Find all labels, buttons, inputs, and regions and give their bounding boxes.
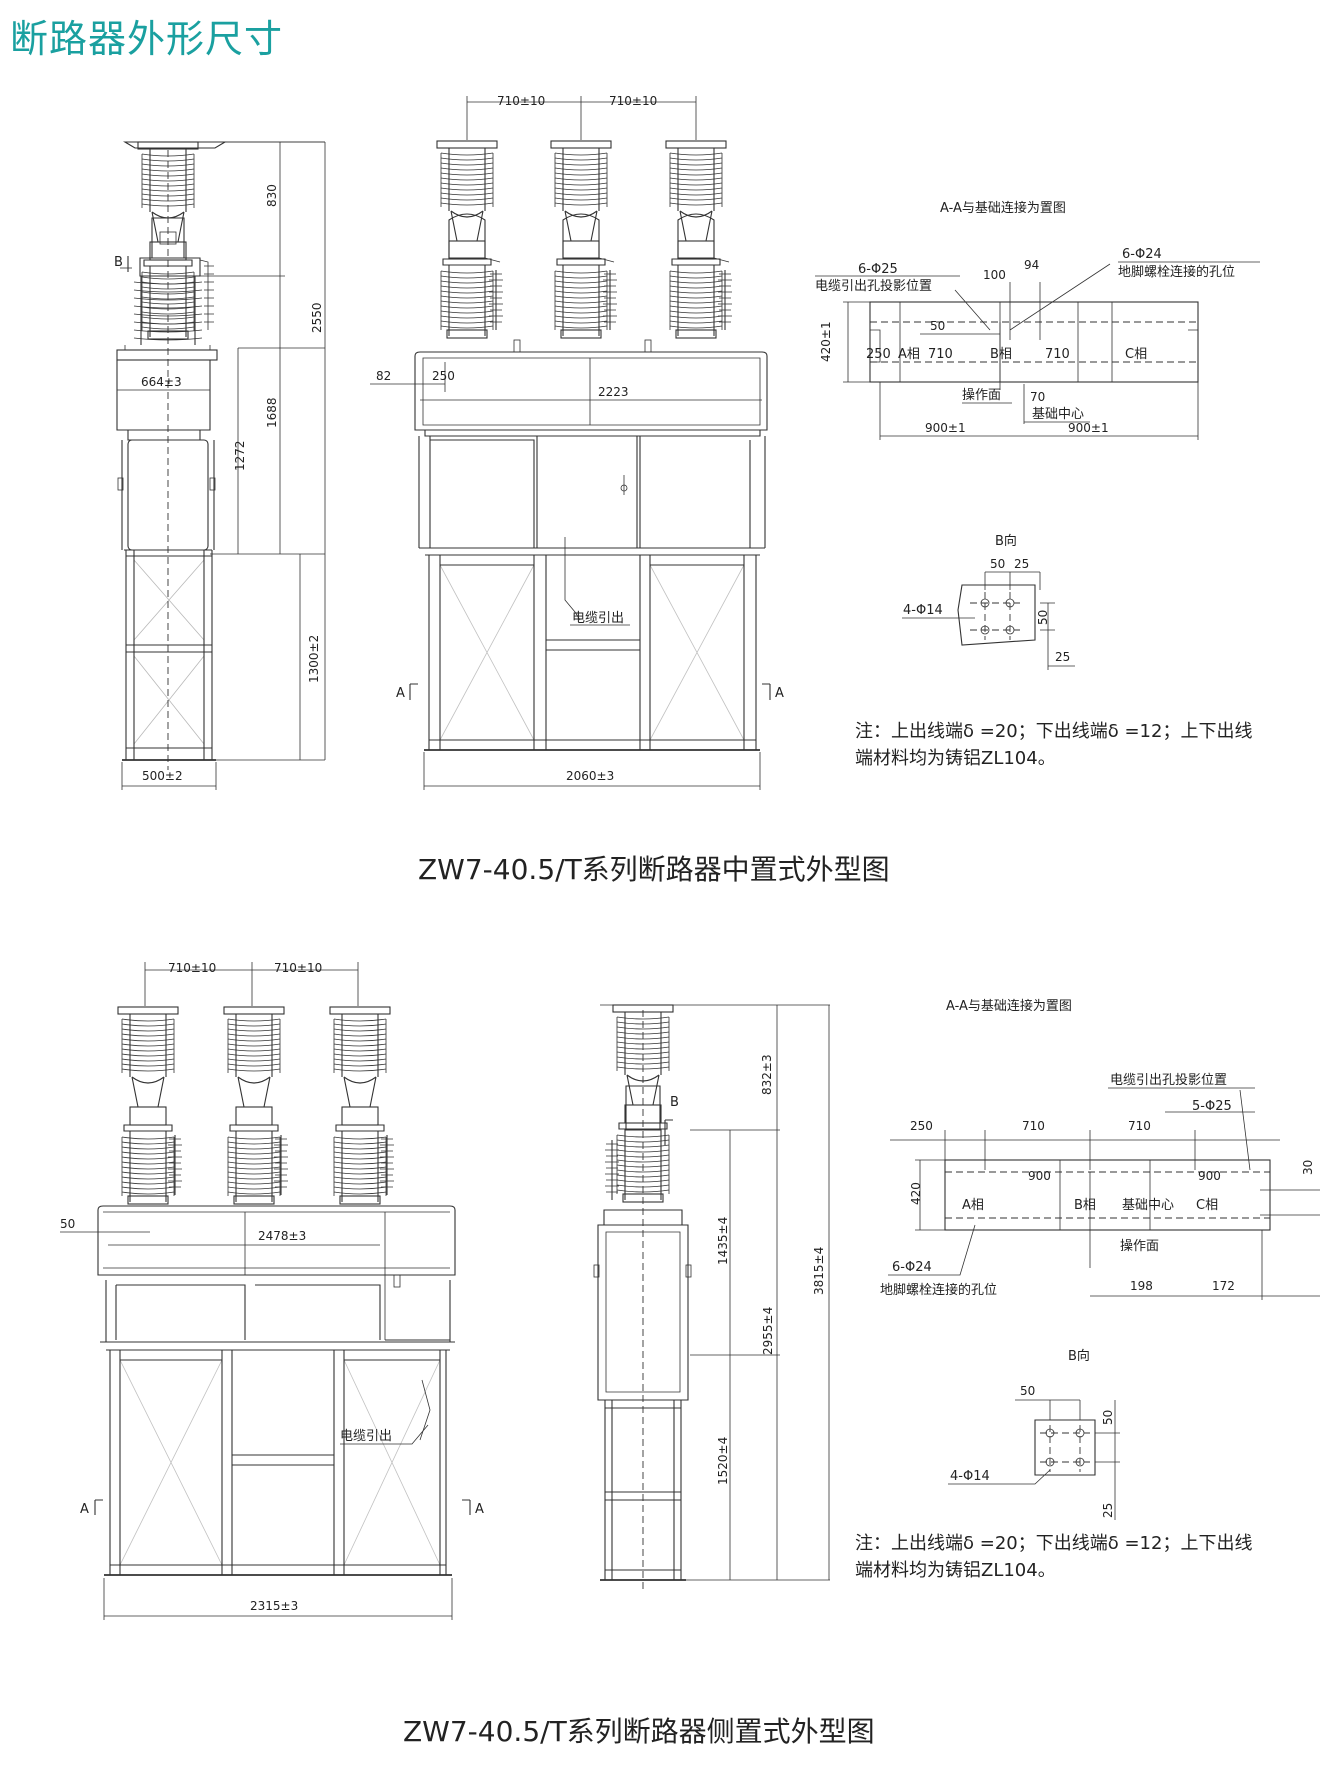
top-side-view: 830 2550 1688 1272 1300±2 664±3 500±2 B bbox=[114, 141, 326, 790]
dim-b710b: 710±10 bbox=[274, 961, 322, 975]
label-d710b: 710 bbox=[1045, 347, 1070, 362]
b-label-holes-6-24: 6-Φ24 bbox=[892, 1260, 932, 1275]
dim-1435: 1435±4 bbox=[716, 1217, 730, 1265]
b-dim-30: 30 bbox=[1301, 1160, 1315, 1175]
b-b-dim-50v: 50 bbox=[1101, 1410, 1115, 1425]
dim-2550: 2550 bbox=[310, 302, 324, 333]
b-label-holes-5-25: 5-Φ25 bbox=[1192, 1099, 1232, 1114]
b-b-dim-25: 25 bbox=[1101, 1503, 1115, 1518]
dim-b-25: 25 bbox=[1014, 557, 1029, 571]
label-phase-a: A相 bbox=[898, 347, 920, 362]
dim-b-50: 50 bbox=[990, 557, 1005, 571]
label-cable: 电缆引出 bbox=[572, 610, 624, 626]
dim-2955: 2955±4 bbox=[761, 1307, 775, 1355]
dim-70: 70 bbox=[1030, 390, 1045, 404]
page-title: 断路器外形尺寸 bbox=[10, 17, 284, 61]
dim-b-25b: 25 bbox=[1055, 650, 1070, 664]
dim-900a: 900±1 bbox=[925, 421, 966, 435]
aa-title: A-A与基础连接为置图 bbox=[940, 200, 1066, 216]
dim-b2478: 2478±3 bbox=[258, 1229, 306, 1243]
b-dim-900a: 900 bbox=[1028, 1169, 1051, 1183]
bottom-note: 注：上出线端δ =20；下出线端δ =12；上下出线端材料均为铸铝ZL104。 bbox=[855, 1533, 1253, 1581]
b-label-phase-b: B相 bbox=[1074, 1198, 1096, 1213]
label-d710a: 710 bbox=[928, 347, 953, 362]
dim-b50: 50 bbox=[60, 1217, 75, 1231]
b-label-center: 基础中心 bbox=[1122, 1198, 1174, 1213]
b-dim-710b: 710 bbox=[1128, 1119, 1151, 1133]
label-a-right: A bbox=[775, 686, 784, 701]
dim-250: 250 bbox=[432, 369, 455, 383]
label-b-cable: 电缆引出 bbox=[340, 1428, 392, 1444]
label-d250: 250 bbox=[866, 347, 891, 362]
dim-900b: 900±1 bbox=[1068, 421, 1109, 435]
dim-2223: 2223 bbox=[598, 385, 629, 399]
b-label-cable-hole: 电缆引出孔投影位置 bbox=[1110, 1072, 1227, 1088]
b-view-title: B向 bbox=[995, 533, 1017, 549]
bottom-caption: ZW7-40.5/T系列断路器侧置式外型图 bbox=[403, 1715, 875, 1748]
dim-94: 94 bbox=[1024, 258, 1039, 272]
dim-664: 664±3 bbox=[141, 375, 182, 389]
top-note: 注：上出线端δ =20；下出线端δ =12；上下出线端材料均为铸铝ZL104。 bbox=[855, 721, 1253, 769]
b-dim-420: 420 bbox=[909, 1182, 923, 1205]
b-b-view-title: B向 bbox=[1068, 1348, 1090, 1364]
b-aa-title: A-A与基础连接为置图 bbox=[946, 998, 1072, 1014]
dim-1272: 1272 bbox=[233, 440, 247, 471]
dim-1300: 1300±2 bbox=[307, 635, 321, 683]
dim-82: 82 bbox=[376, 369, 391, 383]
dim-3815: 3815±4 bbox=[812, 1247, 826, 1295]
dim-710a: 710±10 bbox=[497, 94, 545, 108]
label-holes-6-24: 6-Φ24 bbox=[1122, 247, 1162, 262]
dim-710b: 710±10 bbox=[609, 94, 657, 108]
b-dim-172: 172 bbox=[1212, 1279, 1235, 1293]
b-label-phase-a: A相 bbox=[962, 1198, 984, 1213]
label-holes-6-25: 6-Φ25 bbox=[858, 262, 898, 277]
dim-500: 500±2 bbox=[142, 769, 183, 783]
top-b-view: B向 50 25 4-Φ14 50 25 bbox=[902, 533, 1075, 670]
bottom-aa-view: A-A与基础连接为置图 电缆引出孔投影位置 5-Φ25 250 710 710 … bbox=[880, 998, 1320, 1300]
dim-b710a: 710±10 bbox=[168, 961, 216, 975]
b-dim-250: 250 bbox=[910, 1119, 933, 1133]
dim-420: 420±1 bbox=[819, 321, 833, 362]
b-dim-710a: 710 bbox=[1022, 1119, 1045, 1133]
label-b-a-left: A bbox=[80, 1502, 89, 1517]
top-caption: ZW7-40.5/T系列断路器中置式外型图 bbox=[418, 853, 890, 886]
label-phase-b: B相 bbox=[990, 347, 1012, 362]
bottom-side-view: B 832±3 1435±4 2955±4 3815±4 1520±4 bbox=[593, 1004, 830, 1590]
label-b: B bbox=[114, 255, 123, 270]
top-front-view: 710±10 710±10 电缆引出 82 250 2223 bbox=[370, 94, 784, 790]
b-label-op-face: 操作面 bbox=[1120, 1238, 1159, 1254]
dim-b2315: 2315±3 bbox=[250, 1599, 298, 1613]
label-bolt-holes: 地脚螺栓连接的孔位 bbox=[1118, 264, 1235, 280]
bottom-b-view: B向 50 50 4-Φ14 25 bbox=[948, 1348, 1120, 1520]
dim-100: 100 bbox=[983, 268, 1006, 282]
label-cable-hole: 电缆引出孔投影位置 bbox=[815, 278, 932, 294]
label-phase-c: C相 bbox=[1125, 347, 1147, 362]
bottom-front-view: 710±10 710±10 电缆引出 50 2478±3 2315±3 A A bbox=[60, 961, 484, 1620]
b-b-label-holes: 4-Φ14 bbox=[950, 1469, 990, 1484]
b-b-dim-50: 50 bbox=[1020, 1384, 1035, 1398]
dim-1520: 1520±4 bbox=[716, 1437, 730, 1485]
label-op-face: 操作面 bbox=[962, 387, 1001, 403]
b-dim-198: 198 bbox=[1130, 1279, 1153, 1293]
b-dim-900b: 900 bbox=[1198, 1169, 1221, 1183]
dim-830: 830 bbox=[265, 184, 279, 207]
label-b-b: B bbox=[670, 1095, 679, 1110]
label-b-holes: 4-Φ14 bbox=[903, 603, 943, 618]
dim-2060: 2060±3 bbox=[566, 769, 614, 783]
top-aa-view: A-A与基础连接为置图 6-Φ24 地脚螺栓连接的孔位 6-Φ25 电缆引出孔投… bbox=[815, 200, 1260, 440]
dim-1688: 1688 bbox=[265, 397, 279, 428]
b-label-phase-c: C相 bbox=[1196, 1198, 1218, 1213]
label-b-a-right: A bbox=[475, 1502, 484, 1517]
dim-50: 50 bbox=[930, 319, 945, 333]
label-a-left: A bbox=[396, 686, 405, 701]
dim-832: 832±3 bbox=[760, 1054, 774, 1095]
label-center: 基础中心 bbox=[1032, 407, 1084, 422]
b-label-bolt-holes: 地脚螺栓连接的孔位 bbox=[880, 1282, 997, 1298]
dim-b-50v: 50 bbox=[1036, 610, 1050, 625]
